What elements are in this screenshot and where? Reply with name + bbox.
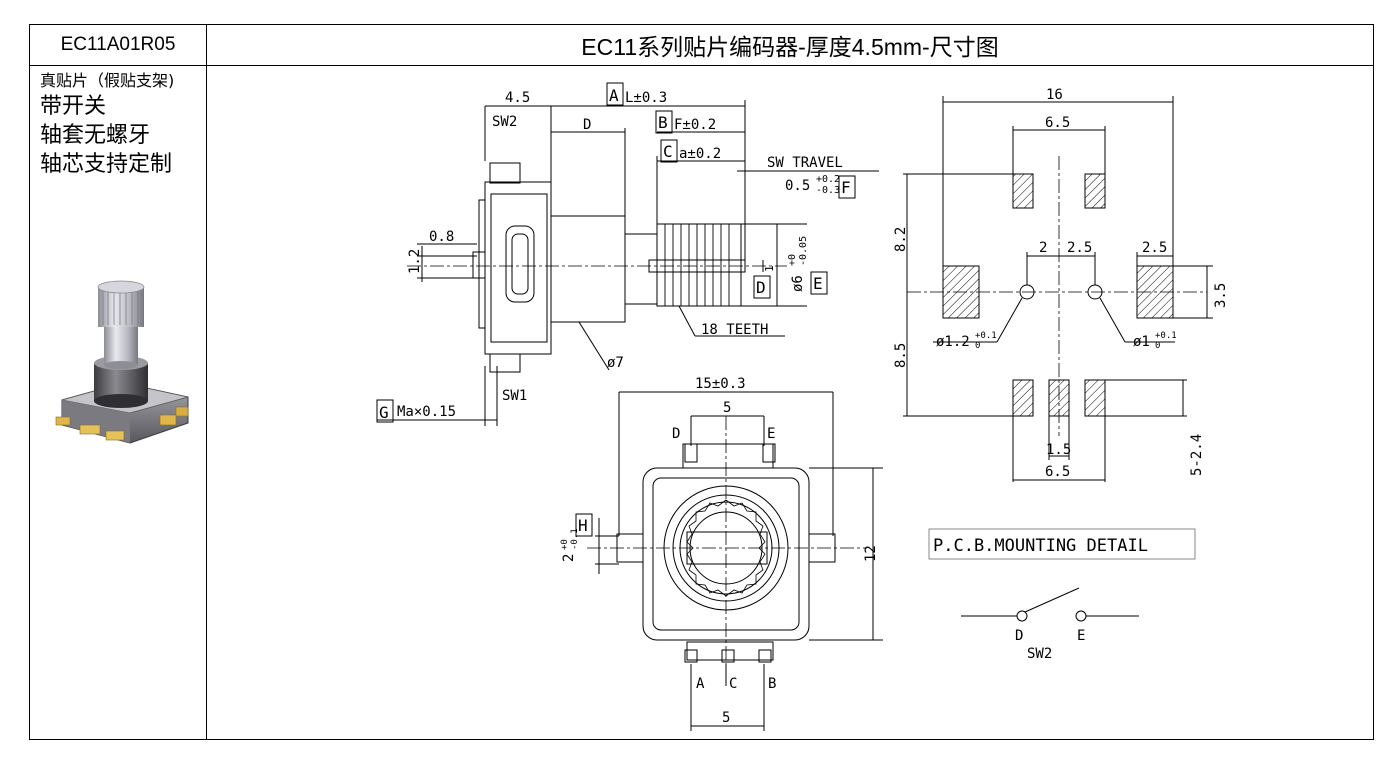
label-sw2: SW2 bbox=[492, 114, 517, 130]
dim-phi6: ø6 bbox=[790, 275, 806, 292]
table-column-divider bbox=[206, 24, 207, 740]
tag-e: E bbox=[813, 274, 823, 293]
pcb-hole-small: ø1 bbox=[1133, 334, 1150, 350]
pcb-dim-6-5-bottom: 6.5 bbox=[1045, 464, 1070, 480]
dim-b: F±0.2 bbox=[674, 117, 716, 133]
dim-15: 15±0.3 bbox=[695, 376, 746, 392]
tag-c: C bbox=[663, 142, 673, 161]
schematic-e: E bbox=[1077, 628, 1085, 644]
dim-g: Ma×0.15 bbox=[397, 404, 456, 420]
pin-d: D bbox=[672, 426, 680, 442]
pin-a: A bbox=[696, 676, 705, 692]
pin-e: E bbox=[767, 426, 775, 442]
side-view bbox=[377, 100, 879, 426]
pin-c: C bbox=[729, 676, 737, 692]
pcb-view bbox=[903, 96, 1213, 482]
technical-drawing: SW2 SW1 4.5 D A L±0.3 B F±0.2 C a±0.2 SW… bbox=[376, 82, 1229, 731]
tag-b: B bbox=[658, 113, 668, 132]
dim-a: L±0.3 bbox=[625, 90, 667, 106]
dim-1-2: 1.2 bbox=[407, 249, 423, 274]
model-number: EC11A01R05 bbox=[60, 34, 176, 55]
drawing-title: EC11系列贴片编码器-厚度4.5mm-尺寸图 bbox=[581, 34, 999, 60]
spec-table bbox=[29, 24, 1374, 740]
sw-travel-value: 0.5 bbox=[785, 178, 810, 194]
pcb-dim-5-2-4: 5-2.4 bbox=[1189, 434, 1205, 476]
feature-list: 真贴片（假贴支架) 带开关 轴套无螺牙 轴芯支持定制 bbox=[40, 70, 205, 179]
switch-schematic bbox=[961, 587, 1139, 622]
feature-item: 真贴片（假贴支架) bbox=[40, 71, 175, 90]
label-sw1: SW1 bbox=[502, 388, 527, 404]
pcb-dim-6-5-top: 6.5 bbox=[1045, 115, 1070, 131]
dim-h: 2 bbox=[561, 554, 577, 562]
schematic-sw2: SW2 bbox=[1027, 646, 1052, 662]
pcb-hole-big-tol-lo: 0 bbox=[975, 341, 980, 351]
sw-travel-tol-lo: -0.3 bbox=[816, 185, 840, 196]
feature-item: 轴套无螺牙 bbox=[40, 123, 151, 148]
dim-4-5: 4.5 bbox=[505, 90, 530, 106]
dim-5-bottom: 5 bbox=[722, 710, 730, 726]
product-photo bbox=[55, 280, 189, 444]
pcb-hole-big-tol-hi: +0.1 bbox=[975, 331, 997, 341]
pcb-hole-small-tol-lo: 0 bbox=[1155, 341, 1160, 351]
dim-d: D bbox=[583, 117, 591, 133]
dim-h-tol-hi: +0 bbox=[560, 539, 570, 550]
dim-0-8: 0.8 bbox=[429, 229, 454, 245]
pcb-mounting-title: P.C.B.MOUNTING DETAIL bbox=[933, 536, 1148, 556]
sw-travel: SW TRAVEL bbox=[767, 155, 843, 171]
pcb-dim-2-5-b: 2.5 bbox=[1142, 240, 1167, 256]
label-teeth: 18 TEETH bbox=[701, 322, 768, 338]
tag-g: G bbox=[379, 403, 389, 422]
tag-h: H bbox=[578, 516, 588, 535]
dim-phi7: ø7 bbox=[607, 355, 624, 371]
pcb-hole-big: ø1.2 bbox=[936, 334, 970, 350]
pcb-dim-8-5: 8.5 bbox=[893, 343, 909, 368]
front-view bbox=[587, 391, 883, 731]
pin-b: B bbox=[768, 676, 776, 692]
pcb-hole-small-tol-hi: +0.1 bbox=[1155, 331, 1177, 341]
table-row-divider bbox=[29, 65, 1374, 66]
pcb-dim-1-5: 1.5 bbox=[1046, 442, 1071, 458]
dim-c: a±0.2 bbox=[679, 146, 721, 162]
pcb-dim-2-5-a: 2.5 bbox=[1067, 240, 1092, 256]
pcb-dim-8-2: 8.2 bbox=[893, 227, 909, 252]
feature-item: 带开关 bbox=[40, 94, 107, 119]
pcb-dim-3-5: 3.5 bbox=[1213, 283, 1229, 308]
tag-f: F bbox=[841, 178, 851, 197]
pcb-dim-2: 2 bbox=[1039, 240, 1047, 256]
feature-item: 轴芯支持定制 bbox=[40, 152, 173, 177]
pcb-dim-16: 16 bbox=[1046, 87, 1063, 103]
dim-12: 12 bbox=[863, 545, 879, 562]
dim-5-top: 5 bbox=[723, 400, 731, 416]
sw-travel-tol-hi: +0.2 bbox=[816, 174, 840, 185]
dim-1: 1 bbox=[763, 265, 776, 272]
dim-h-tol-lo: -0.1 bbox=[570, 528, 580, 550]
schematic-d: D bbox=[1015, 628, 1023, 644]
tag-d: D bbox=[756, 278, 766, 297]
dim-phi6-tol-hi: +0 bbox=[787, 254, 798, 266]
tag-a: A bbox=[609, 86, 619, 105]
dim-phi6-tol-lo: -0.05 bbox=[798, 236, 809, 266]
